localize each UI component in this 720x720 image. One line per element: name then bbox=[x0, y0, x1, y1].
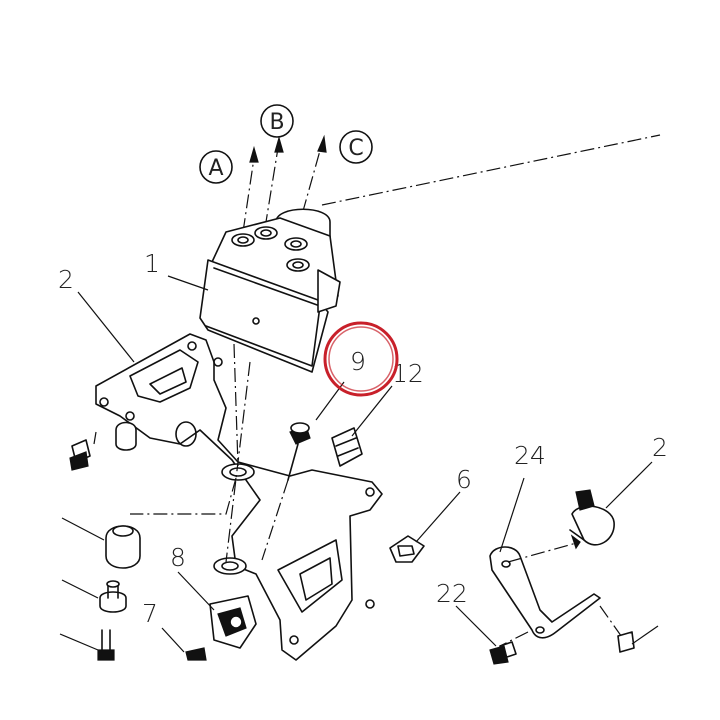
callout-22: 22 bbox=[436, 579, 468, 608]
rubber-grommet bbox=[105, 525, 141, 569]
collar-spacer bbox=[99, 580, 127, 613]
highlight-circle bbox=[323, 321, 399, 397]
port-c-marker: C bbox=[339, 130, 373, 164]
bracket-24 bbox=[489, 541, 601, 647]
sensor-top-right bbox=[569, 489, 615, 550]
callout-2-right: 2 bbox=[652, 433, 668, 462]
bolt-right bbox=[599, 605, 635, 653]
reference-line bbox=[321, 134, 661, 206]
port-a-label: A bbox=[208, 156, 223, 181]
callout-1: 1 bbox=[144, 249, 160, 278]
abs-unit bbox=[199, 208, 341, 373]
clip-12 bbox=[331, 427, 363, 467]
sensor-8 bbox=[209, 595, 257, 649]
callout-2: 2 bbox=[58, 265, 74, 294]
callout-6: 6 bbox=[456, 465, 472, 494]
port-a-marker: A bbox=[199, 150, 233, 184]
nut-6 bbox=[389, 535, 425, 563]
lower-left-bolt bbox=[97, 629, 115, 661]
bolt-22 bbox=[489, 641, 517, 665]
assembly-guides bbox=[130, 343, 251, 563]
port-b-marker: B bbox=[260, 104, 294, 138]
callout-7: 7 bbox=[142, 599, 158, 628]
bolt-7 bbox=[185, 647, 207, 661]
bolt-9 bbox=[261, 422, 311, 561]
port-arrows bbox=[242, 134, 327, 237]
port-c-label: C bbox=[348, 136, 363, 161]
leader-lines bbox=[59, 275, 659, 653]
callout-8: 8 bbox=[170, 543, 186, 572]
port-b-label: B bbox=[269, 110, 284, 135]
left-bolt bbox=[69, 439, 91, 471]
callout-9: 9 bbox=[350, 347, 366, 376]
callout-24: 24 bbox=[514, 441, 546, 470]
mounting-bracket bbox=[95, 333, 383, 661]
